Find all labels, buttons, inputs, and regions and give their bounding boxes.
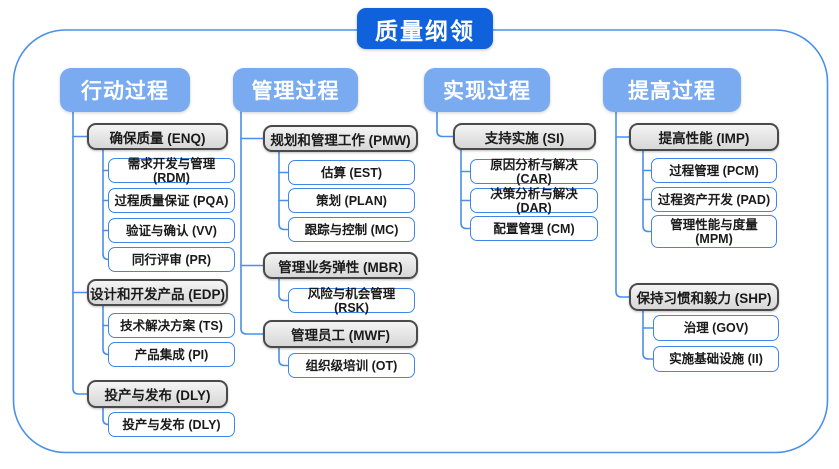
- node-ts: 技术解决方案 (TS): [108, 313, 235, 338]
- node-plan: 策划 (PLAN): [288, 188, 415, 213]
- node-edp: 设计和开发产品 (EDP): [87, 279, 228, 306]
- node-pad: 过程资产开发 (PAD): [651, 187, 777, 212]
- node-enq: 确保质量 (ENQ): [87, 123, 228, 150]
- node-car: 原因分析与解决 (CAR): [470, 158, 598, 186]
- node-mc: 跟踪与控制 (MC): [288, 217, 415, 242]
- node-rdm: 需求开发与管理 (RDM): [108, 157, 235, 185]
- node-pi: 产品集成 (PI): [108, 342, 235, 367]
- diagram-title: 质量纲领: [357, 8, 493, 49]
- column-header-implementation-process: 实现过程: [424, 68, 550, 112]
- node-dly: 投产与发布 (DLY): [87, 380, 228, 408]
- node-shp: 保持习惯和毅力 (SHP): [629, 283, 779, 311]
- column-header-action-process: 行动过程: [60, 68, 190, 112]
- node-pcm: 过程管理 (PCM): [651, 158, 777, 183]
- column-header-management-process: 管理过程: [233, 68, 358, 112]
- node-gov: 治理 (GOV): [653, 315, 779, 341]
- node-dly-child: 投产与发布 (DLY): [108, 412, 235, 437]
- node-imp: 提高性能 (IMP): [629, 123, 779, 151]
- node-mpm: 管理性能与度量 (MPM): [651, 215, 777, 248]
- node-pr: 同行评审 (PR): [108, 247, 235, 272]
- node-dar: 决策分析与解决 (DAR): [470, 187, 598, 215]
- column-header-improvement-process: 提高过程: [603, 68, 741, 112]
- node-rsk: 风险与机会管理 (RSK): [288, 287, 415, 315]
- node-ot: 组织级培训 (OT): [288, 353, 415, 378]
- node-vv: 验证与确认 (VV): [108, 218, 235, 243]
- node-pmw: 规划和管理工作 (PMW): [263, 125, 418, 152]
- node-mbr: 管理业务弹性 (MBR): [263, 252, 418, 279]
- node-pqa: 过程质量保证 (PQA): [108, 188, 235, 213]
- node-est: 估算 (EST): [288, 160, 415, 185]
- node-mwf: 管理员工 (MWF): [263, 320, 418, 348]
- node-ii: 实施基础设施 (II): [653, 346, 779, 372]
- node-cm: 配置管理 (CM): [470, 216, 598, 241]
- node-si: 支持实施 (SI): [453, 123, 596, 150]
